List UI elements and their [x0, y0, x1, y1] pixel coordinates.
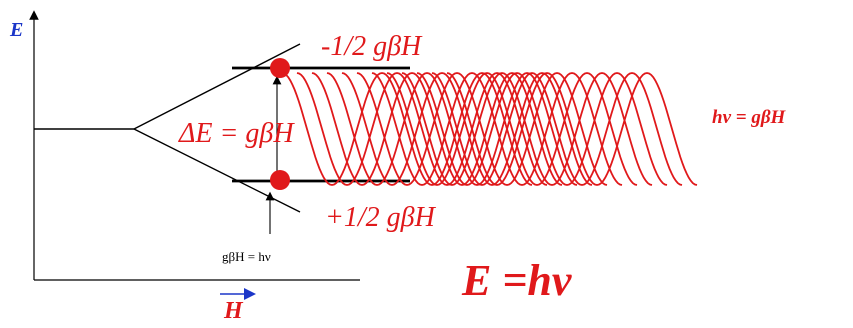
upper-split-line	[134, 44, 300, 129]
delta-e-label: ΔE = gβH	[178, 118, 295, 149]
resonance-condition-right: hν = gβH	[712, 107, 787, 128]
x-axis-label: H	[223, 298, 244, 323]
microwave-waves	[282, 73, 697, 185]
lower-spin-dot	[270, 170, 290, 190]
top-caption	[22, 0, 853, 9]
upper-state-label: -1/2 gβH	[321, 31, 423, 62]
y-axis-label: E	[9, 19, 23, 41]
planck-equation: E =hν	[461, 256, 572, 305]
resonance-condition-label: gβH = hν	[222, 249, 271, 264]
lower-state-label: +1/2 gβH	[325, 202, 437, 233]
